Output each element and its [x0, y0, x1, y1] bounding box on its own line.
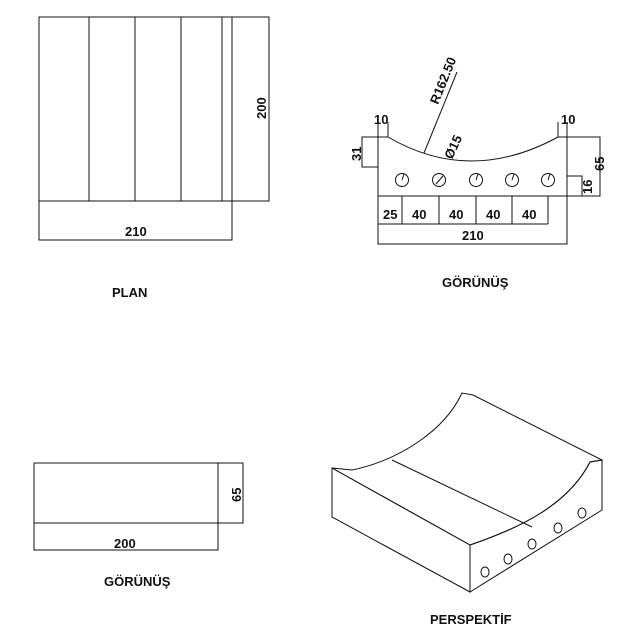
- hole-circle: [503, 553, 513, 565]
- right-top-label: 10: [561, 112, 575, 127]
- hole-height-label: 16: [580, 180, 595, 194]
- hole-circle: [395, 173, 409, 187]
- perspective-curved-surface: [331, 392, 604, 546]
- plan-width-label: 210: [125, 224, 147, 239]
- left-height-label: 31: [349, 147, 364, 161]
- perspective-front-face: [331, 467, 471, 593]
- hole-circle: [480, 566, 490, 578]
- hole-mark: [401, 173, 405, 181]
- hole-mark: [547, 173, 551, 181]
- hole-circle: [469, 173, 483, 187]
- spacing-label: 40: [412, 207, 426, 222]
- spacing-label: 40: [449, 207, 463, 222]
- perspective-side-face: [469, 459, 603, 593]
- hole-circle: [432, 173, 446, 187]
- hole-circle: [505, 173, 519, 187]
- front-profile: [377, 136, 568, 197]
- front-holes: [395, 173, 555, 187]
- total-width-label: 210: [462, 228, 484, 243]
- perspective-title: PERSPEKTİF: [430, 612, 512, 627]
- plan-title: PLAN: [112, 285, 147, 300]
- plan-height-dimension-frame: [232, 16, 270, 202]
- perspective-holes: [480, 507, 587, 578]
- hole-mark: [435, 175, 444, 185]
- side-view: 65 200 GÖRÜNÜŞ: [33, 462, 244, 589]
- perspective-groove-line: [391, 459, 533, 528]
- side-height-dimension-frame: [218, 462, 244, 524]
- plan-width-dimension-frame: [38, 201, 233, 241]
- side-outline: [33, 462, 219, 524]
- front-view: R162.50 Ø15 10 10 31 65 16 25 40 40 40 4…: [349, 55, 607, 290]
- plan-view: 200 210 PLAN: [38, 16, 270, 300]
- hole-circle: [527, 538, 537, 550]
- right-height-dimension: [567, 136, 601, 197]
- spacing-label: 40: [486, 207, 500, 222]
- right-height-label: 65: [592, 157, 607, 171]
- spacing-label: 40: [522, 207, 536, 222]
- hole-mark: [511, 173, 515, 181]
- spacing-label: 25: [383, 207, 397, 222]
- hole-height-dimension: [567, 175, 583, 196]
- hole-circle: [553, 522, 563, 534]
- total-width-dimension: [377, 196, 568, 245]
- hole-circle: [577, 507, 587, 519]
- front-view-title: GÖRÜNÜŞ: [442, 275, 509, 290]
- hole-circle: [541, 173, 555, 187]
- plan-height-label: 200: [254, 97, 269, 119]
- left-height-dimension: [361, 136, 378, 168]
- side-view-title: GÖRÜNÜŞ: [104, 574, 171, 589]
- hole-diameter-label: Ø15: [441, 133, 465, 162]
- radius-label: R162.50: [427, 55, 459, 106]
- side-width-label: 200: [114, 536, 136, 551]
- side-height-label: 65: [229, 488, 244, 502]
- side-width-dimension-frame: [33, 523, 219, 551]
- left-top-label: 10: [374, 112, 388, 127]
- perspective-view: PERSPEKTİF: [331, 392, 604, 627]
- radius-leader: [423, 71, 458, 154]
- hole-mark: [475, 173, 479, 181]
